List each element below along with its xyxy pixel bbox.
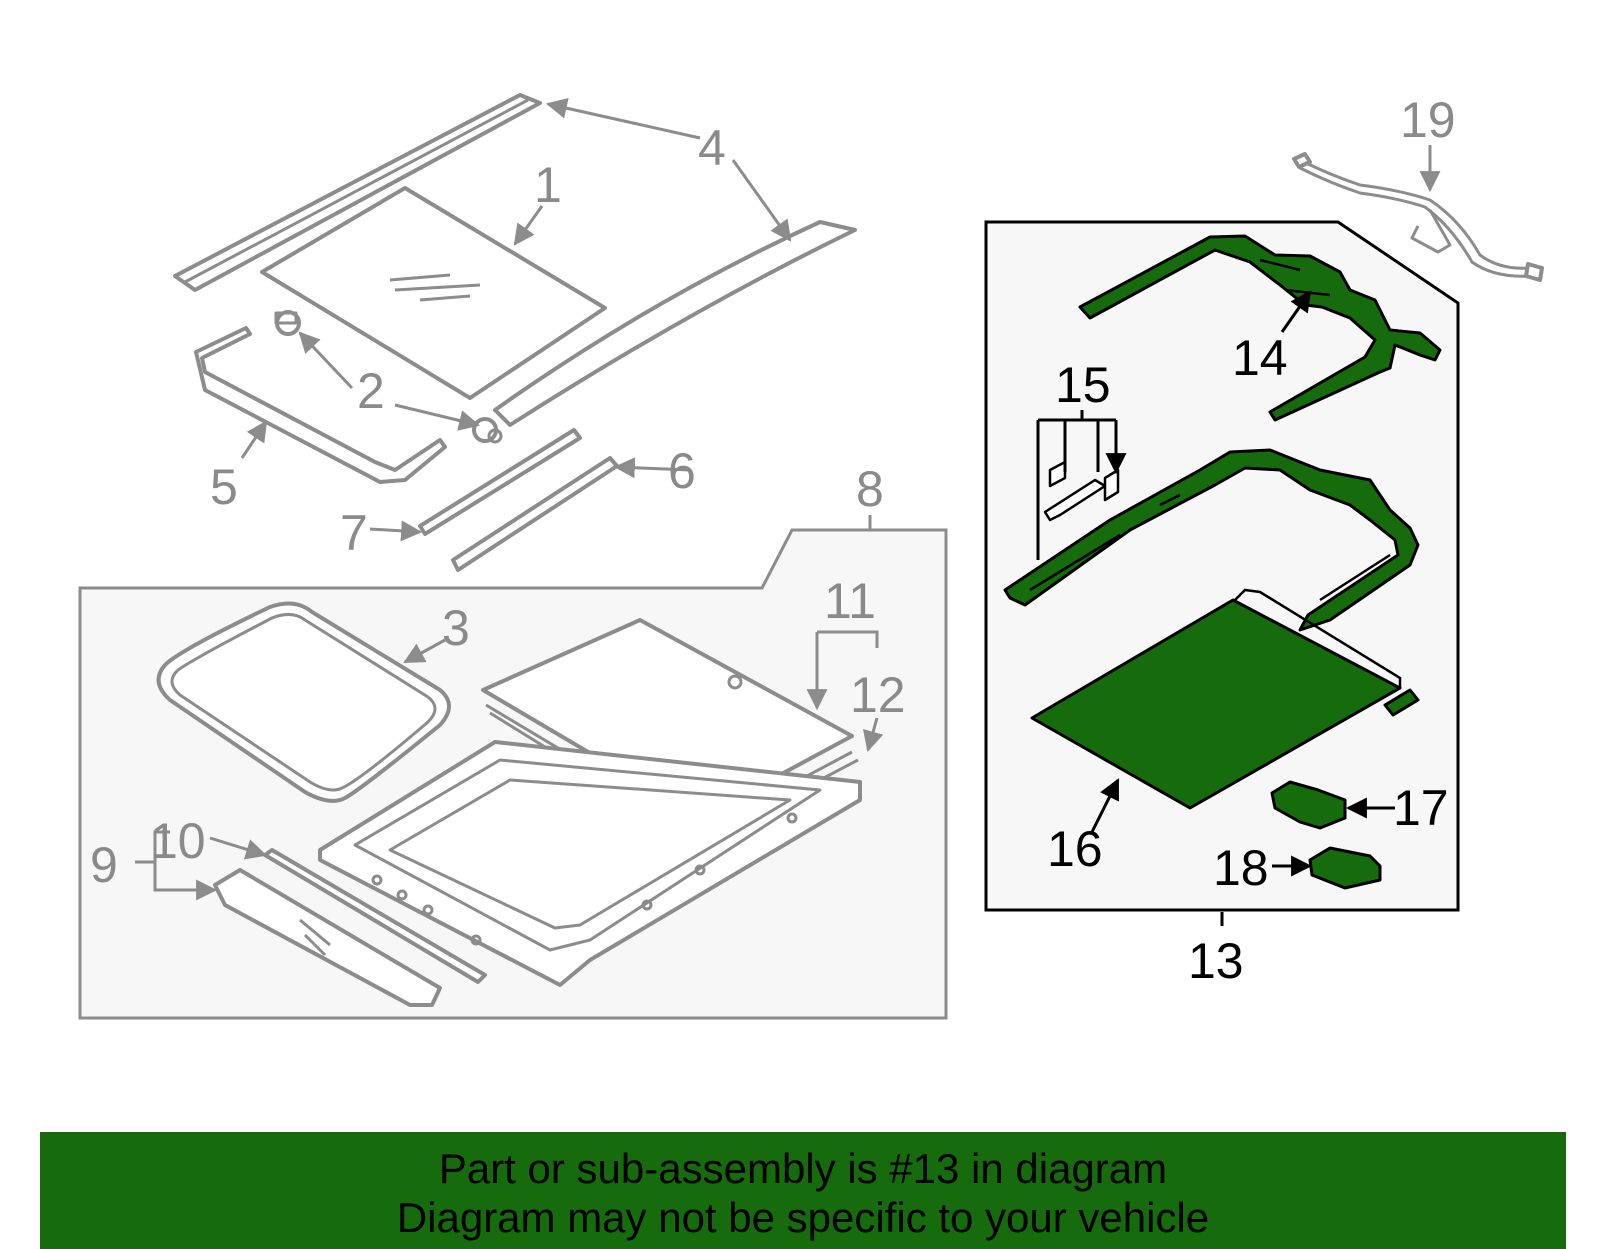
callout-8: 8: [856, 461, 884, 517]
callout-15: 15: [1055, 357, 1111, 413]
callout-labels: 1 2 3 4 5 6 7 8 9 10 11 12 13 14 15 16 1…: [90, 92, 1456, 989]
banner-line-1: Part or sub-assembly is #13 in diagram: [438, 1145, 1168, 1192]
callout-19: 19: [1400, 92, 1456, 148]
callout-13: 13: [1188, 933, 1244, 989]
callout-1: 1: [534, 157, 562, 213]
sunroof-lower-frame[interactable]: [1003, 448, 1420, 632]
wire-harness[interactable]: [1292, 152, 1544, 282]
drain-trough-strip[interactable]: [418, 428, 582, 536]
callout-16: 16: [1047, 821, 1103, 877]
callout-11: 11: [824, 573, 876, 629]
callout-17: 17: [1393, 780, 1449, 836]
callout-12: 12: [850, 667, 906, 723]
roof-rail-left[interactable]: [173, 93, 542, 292]
callout-14: 14: [1232, 330, 1288, 386]
callout-6: 6: [668, 443, 696, 499]
sunroof-motor[interactable]: [1270, 780, 1347, 830]
callout-2: 2: [357, 363, 385, 419]
wind-deflector[interactable]: [194, 326, 447, 484]
callout-9: 9: [90, 837, 118, 893]
banner-line-2: Diagram may not be specific to your vehi…: [396, 1194, 1210, 1241]
roof-frame[interactable]: [318, 740, 862, 987]
callout-3: 3: [442, 600, 470, 656]
callout-5: 5: [210, 459, 238, 515]
sunroof-module[interactable]: [1308, 846, 1382, 890]
weatherstrip-seal[interactable]: [156, 601, 451, 803]
callout-4: 4: [698, 120, 726, 176]
callout-7: 7: [340, 505, 368, 561]
guide-strip[interactable]: [451, 456, 619, 572]
leader-lines: [135, 97, 1441, 890]
leader-lines-black: [1036, 290, 1395, 926]
sunshade-strip[interactable]: [263, 848, 487, 984]
info-banner: Part or sub-assembly is #13 in diagram D…: [40, 1132, 1566, 1249]
grommet-upper[interactable]: [274, 310, 301, 336]
sunroof-shade-panel[interactable]: [1030, 588, 1420, 810]
callout-10: 10: [150, 813, 206, 869]
grommet-lower[interactable]: [472, 417, 503, 444]
callout-18: 18: [1213, 840, 1269, 896]
roof-rail-right[interactable]: [493, 220, 857, 427]
glass-panel[interactable]: [260, 186, 607, 400]
